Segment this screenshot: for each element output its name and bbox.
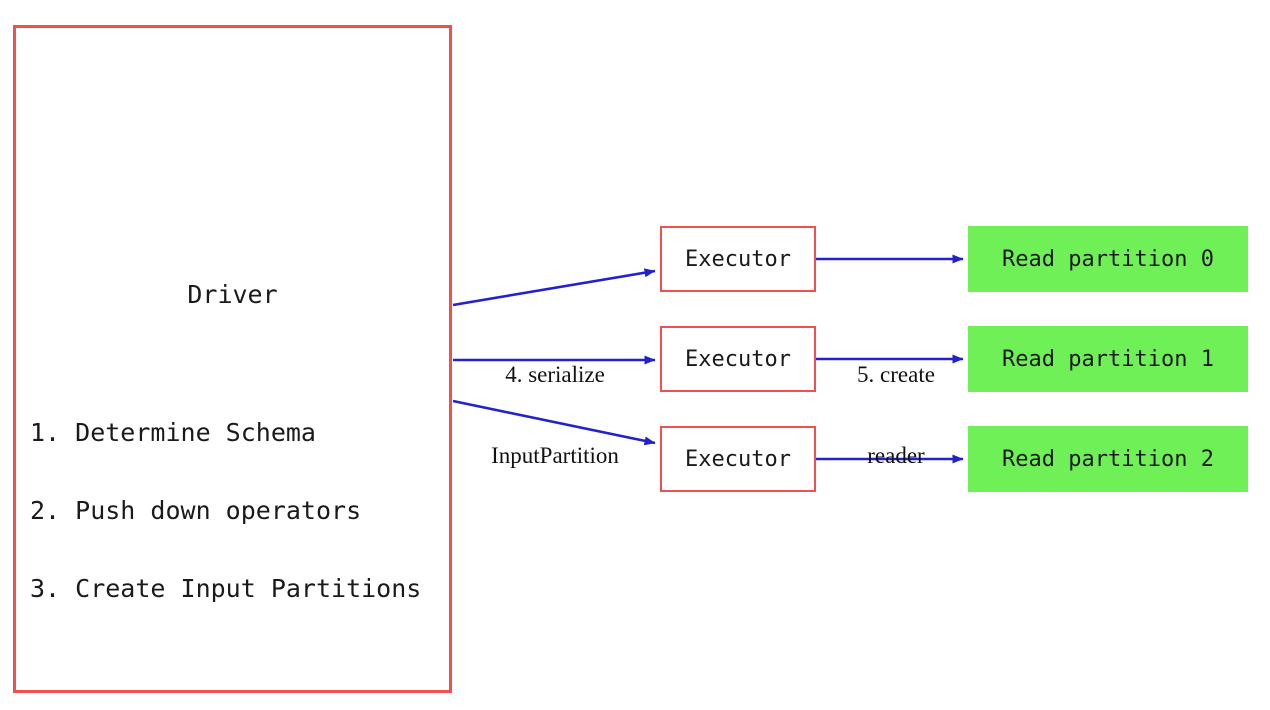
edge-label-create-reader: 5. create reader (832, 307, 960, 523)
edge-label-serialize-line-2: InputPartition (491, 443, 619, 468)
partition-box-0: Read partition 0 (968, 226, 1248, 292)
executor-box-2: Executor (660, 326, 816, 392)
driver-step-1: 1. Determine Schema (30, 418, 316, 447)
edge-label-create-reader-line-1: 5. create (857, 362, 935, 387)
executor-box-1: Executor (660, 226, 816, 292)
driver-title: Driver (187, 280, 278, 309)
partition-box-1: Read partition 1 (968, 326, 1248, 392)
edge-label-create-reader-line-2: reader (867, 443, 925, 468)
executor-box-3: Executor (660, 426, 816, 492)
driver-step-3: 3. Create Input Partitions (30, 574, 422, 603)
partition-box-2: Read partition 2 (968, 426, 1248, 492)
driver-step-2: 2. Push down operators (30, 496, 362, 525)
driver-box: Driver 1. Determine Schema 2. Push down … (13, 25, 452, 693)
arrow-driver-to-executor-1 (452, 268, 656, 307)
edge-label-serialize-input-partition: 4. serialize InputPartition (466, 307, 644, 523)
driver-steps-list: 1. Determine Schema 2. Push down operato… (30, 368, 421, 654)
edge-label-serialize-line-1: 4. serialize (505, 362, 605, 387)
